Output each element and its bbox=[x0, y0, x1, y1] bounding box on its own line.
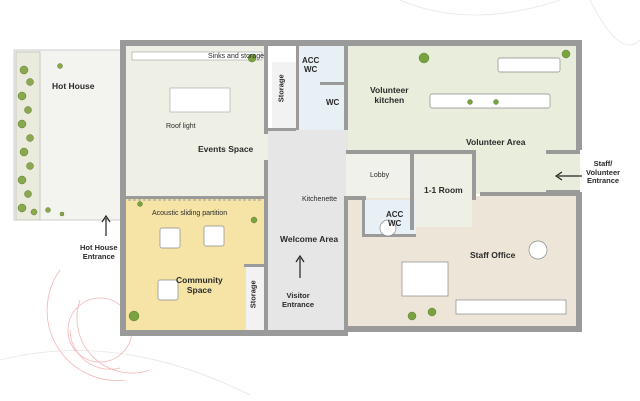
roof-light-label: Roof light bbox=[166, 123, 196, 130]
acc-wc-top-label: ACC WC bbox=[302, 56, 320, 75]
walls bbox=[120, 40, 582, 336]
volunteer-kitchen-label: Volunteer kitchen bbox=[370, 85, 409, 105]
acc-wc-top-floor bbox=[296, 46, 346, 130]
sinks-and-storage-label: Sinks and storage bbox=[208, 53, 265, 60]
storage-bottom-label: Storage bbox=[248, 280, 258, 309]
hot-house-plants bbox=[15, 51, 65, 221]
staff-office-label: Staff Office bbox=[470, 250, 516, 260]
storage-bottom-floor bbox=[246, 266, 266, 330]
hot-house-entrance-label: Hot House Entrance bbox=[80, 243, 118, 261]
volunteer-area-label: Volunteer Area bbox=[466, 137, 526, 147]
events-space-label: Events Space bbox=[198, 144, 254, 154]
community-tables bbox=[157, 225, 225, 301]
storage-top-floor bbox=[272, 62, 296, 128]
acoustic-partition-label: Acoustic sliding partition bbox=[152, 210, 228, 217]
office-desks bbox=[379, 219, 567, 315]
events-space-floor bbox=[124, 46, 268, 196]
volunteer-tables bbox=[429, 57, 561, 109]
hot-house-label: Hot House bbox=[52, 81, 95, 91]
welcome-area-floor bbox=[268, 130, 348, 330]
storage-top-label: Storage bbox=[276, 74, 286, 103]
one-to-one-room-label: 1-1 Room bbox=[424, 185, 463, 195]
acc-wc-bottom-label: ACC WC bbox=[386, 210, 404, 229]
one-to-one-room-floor bbox=[414, 155, 472, 227]
events-furniture bbox=[131, 51, 263, 113]
staff-volunteer-entrance-label: Staff/ Volunteer Entrance bbox=[586, 159, 621, 186]
plants bbox=[128, 49, 571, 322]
kitchenette-label: Kitchenette bbox=[302, 196, 338, 203]
lobby-label: Lobby bbox=[370, 172, 390, 179]
visitor-entrance-label: Visitor Entrance bbox=[282, 291, 315, 309]
lobby-floor bbox=[346, 150, 414, 198]
welcome-area-label: Welcome Area bbox=[280, 234, 339, 244]
community-space-label: Community Space bbox=[176, 275, 223, 295]
entrance-arrows bbox=[101, 171, 582, 278]
wc-label: WC bbox=[326, 98, 340, 107]
